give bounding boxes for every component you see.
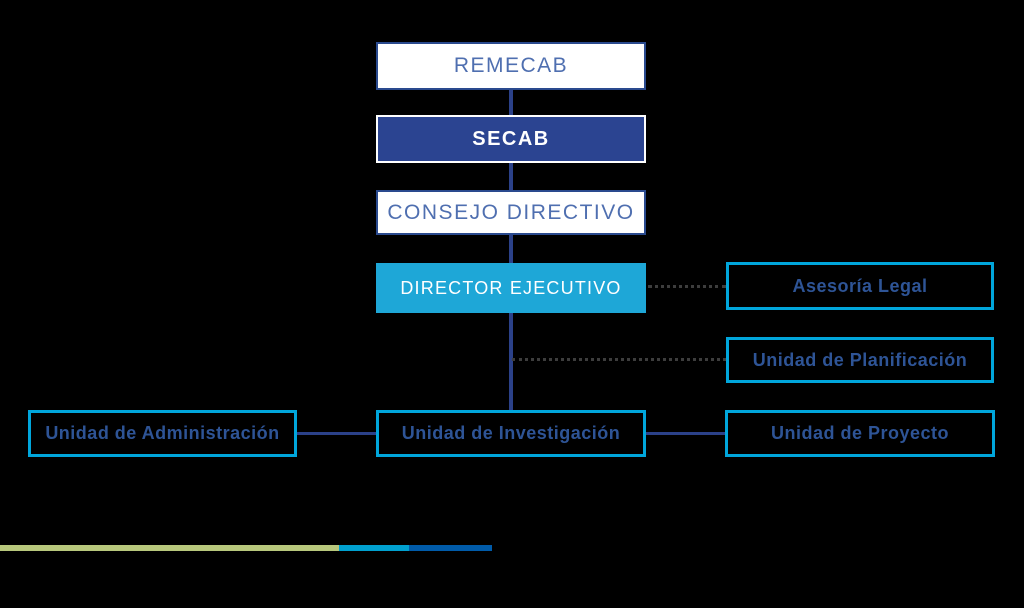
- connector-administracion-investigacion: [297, 432, 376, 435]
- connector-director-planificacion-dotted: [512, 358, 726, 361]
- connector-consejo-director: [509, 235, 513, 263]
- node-unidad-administracion: Unidad de Administración: [28, 410, 297, 457]
- connector-secab-consejo: [509, 163, 513, 190]
- node-remecab: REMECAB: [376, 42, 646, 90]
- connector-director-asesoria-dotted: [648, 285, 726, 288]
- node-unidad-proyecto: Unidad de Proyecto: [725, 410, 995, 457]
- node-secab: SECAB: [376, 115, 646, 163]
- node-asesoria-legal: Asesoría Legal: [726, 262, 994, 310]
- connector-director-investigacion: [509, 313, 513, 410]
- node-unidad-investigacion: Unidad de Investigación: [376, 410, 646, 457]
- footer-bar-cyan-segment: [339, 545, 409, 551]
- footer-bar-green-segment: [0, 545, 339, 551]
- connector-remecab-secab: [509, 90, 513, 115]
- node-unidad-planificacion: Unidad de Planificación: [726, 337, 994, 383]
- footer-bar-blue-segment: [409, 545, 492, 551]
- node-director-ejecutivo: DIRECTOR EJECUTIVO: [376, 263, 646, 313]
- connector-investigacion-proyecto: [646, 432, 725, 435]
- node-consejo-directivo: CONSEJO DIRECTIVO: [376, 190, 646, 235]
